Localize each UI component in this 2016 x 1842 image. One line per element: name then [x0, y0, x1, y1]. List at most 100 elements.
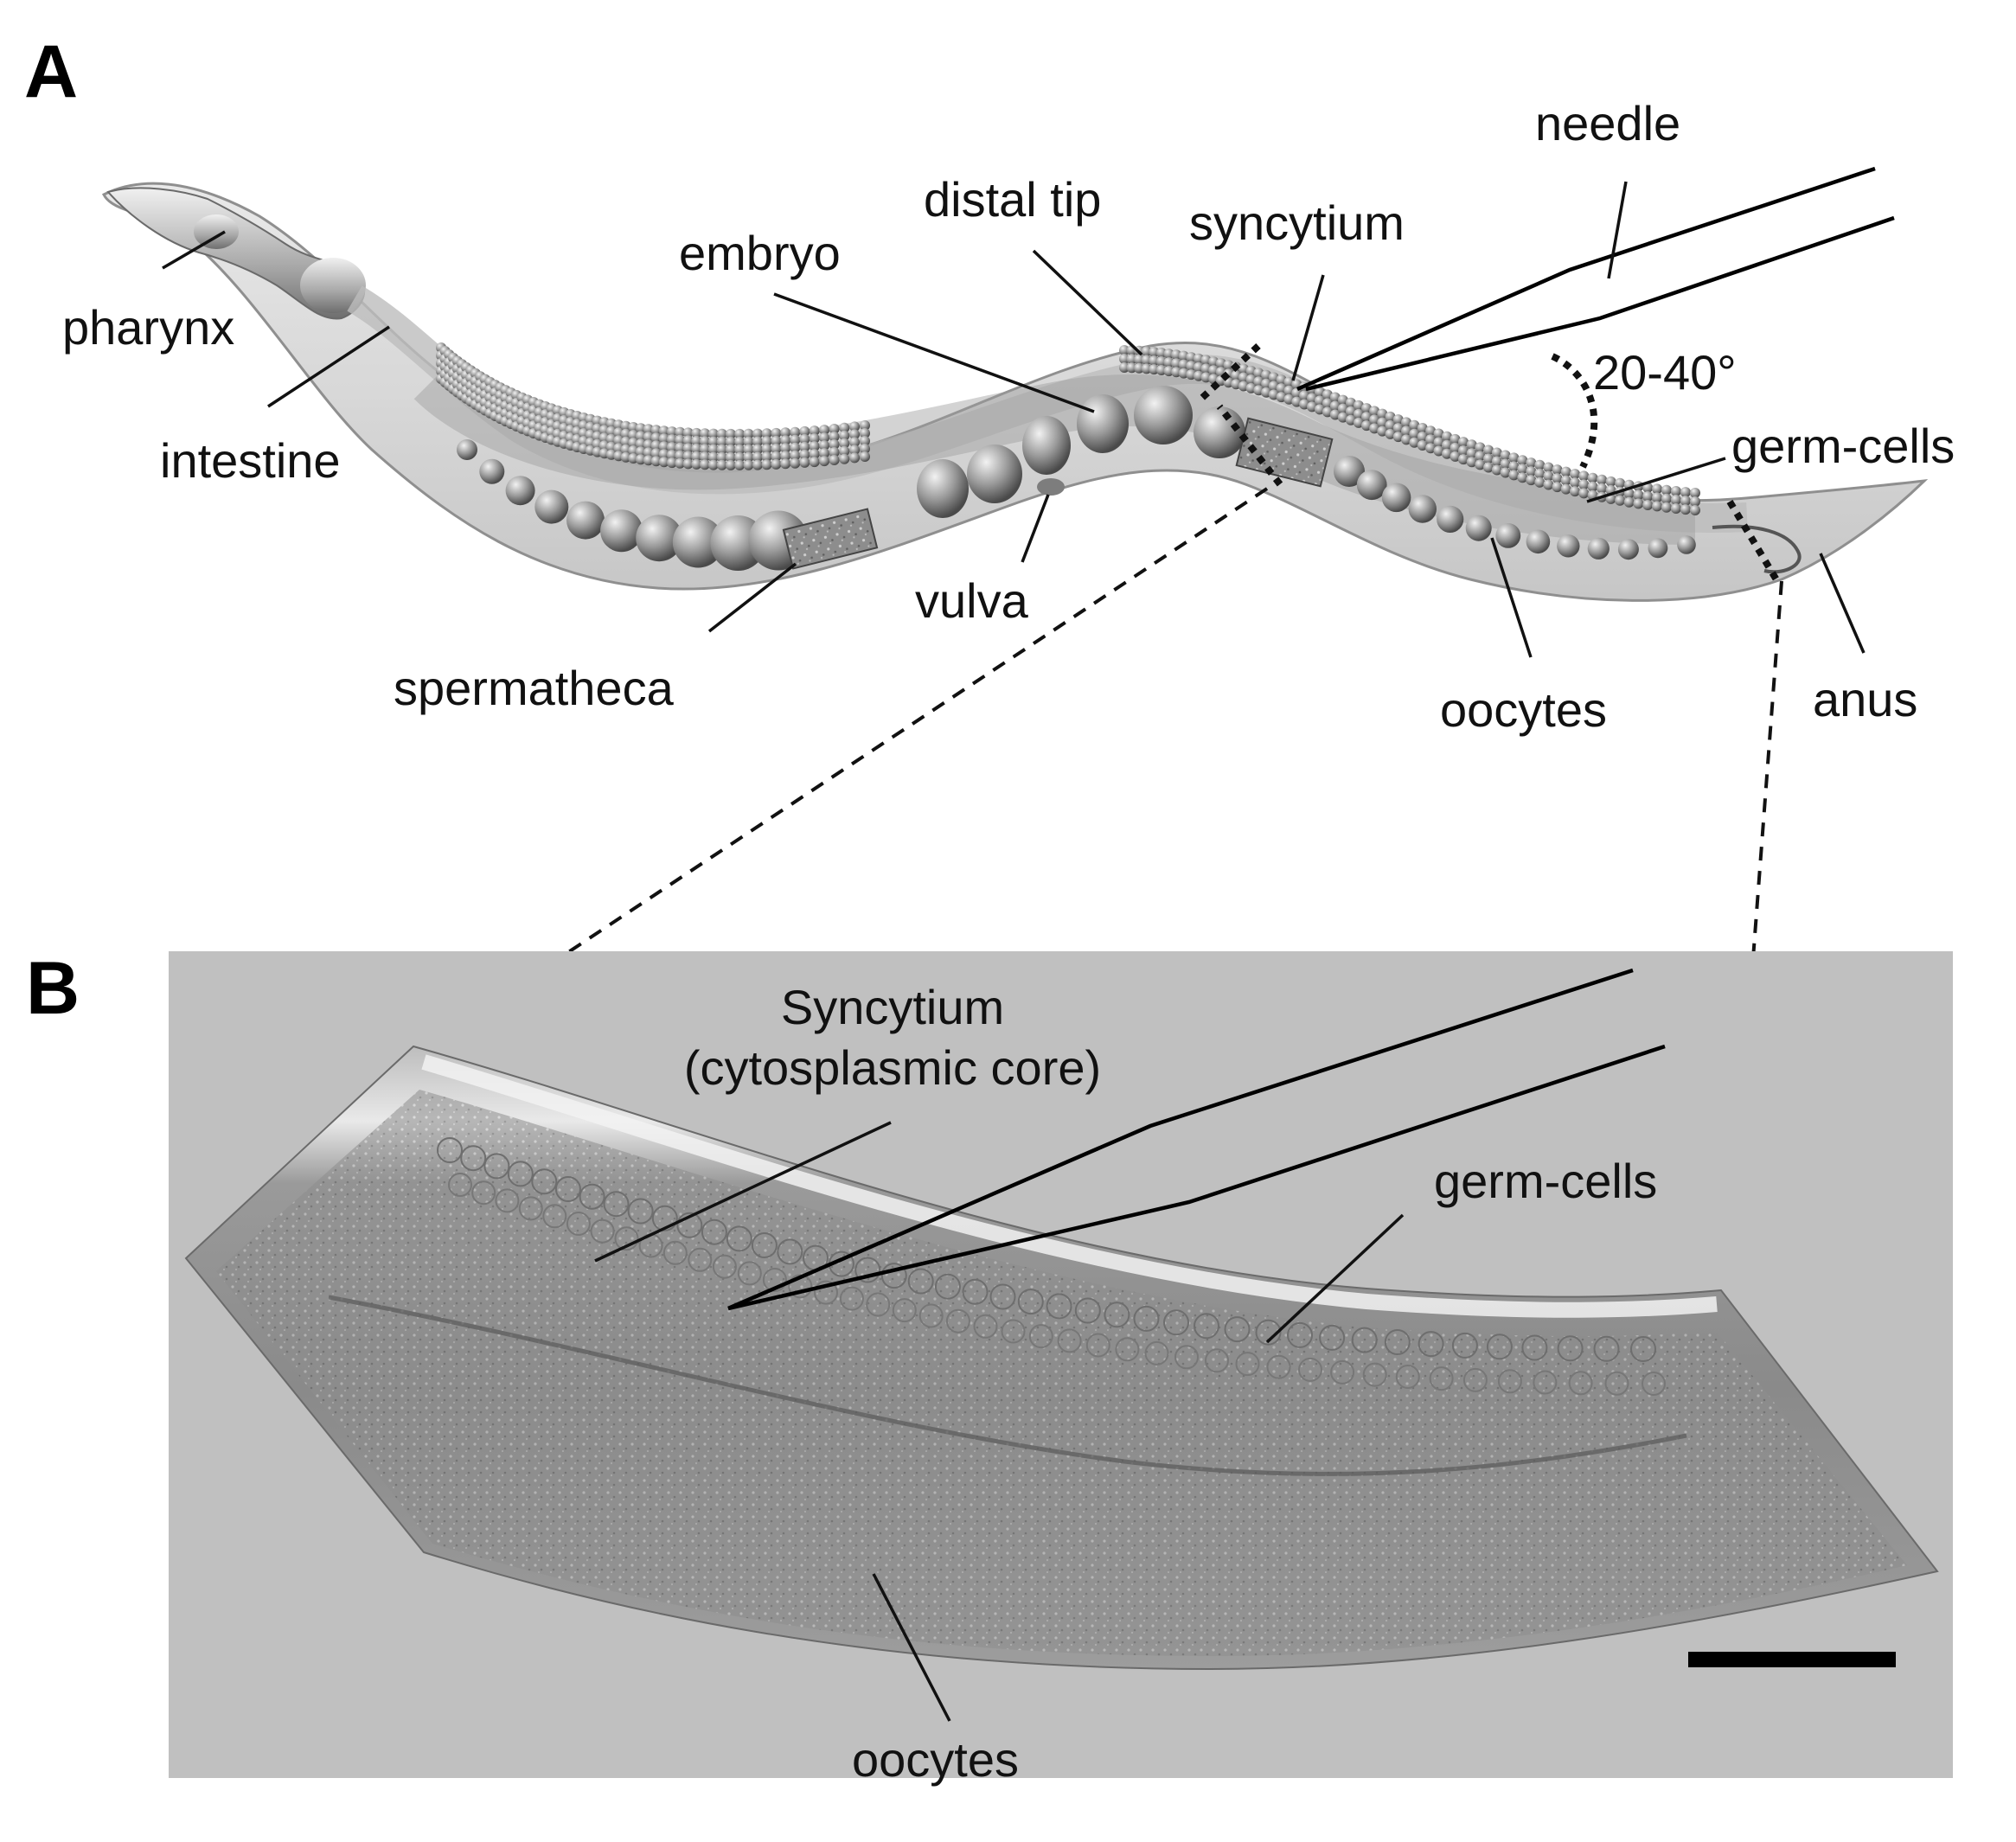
germ-cell-dot [771, 458, 782, 470]
germ-cell-dot [790, 457, 801, 469]
germ-cell-dot [1345, 406, 1356, 417]
label-syncytium-b-line2: (cytosplasmic core) [684, 1040, 1101, 1095]
germ-cell-ring [839, 1286, 864, 1311]
panel-b: B Syncytium (cytosplasmic core) germ-cel… [26, 947, 1953, 1787]
germ-cell-dot [725, 451, 736, 463]
germ-cell-dot [1570, 486, 1580, 497]
germ-cell-dot [1141, 346, 1152, 357]
germ-cell-dot [658, 457, 669, 468]
germ-cell-dot [761, 428, 772, 439]
germ-cell-dot [1483, 453, 1494, 464]
germ-cell-dot [771, 435, 782, 446]
germ-cell-dot [1543, 462, 1554, 473]
germ-cell-ring [437, 1137, 463, 1163]
germ-cell-ring [762, 1268, 787, 1292]
germ-cell-dot [1409, 419, 1420, 431]
germ-cell-dot [635, 438, 646, 450]
germ-cell-dot [1353, 408, 1364, 419]
germ-cell-dot [650, 448, 662, 459]
germ-cell-dot [1433, 428, 1444, 439]
oocyte-ball [600, 509, 643, 553]
germ-cell-dot [1690, 505, 1700, 515]
germ-cell-ring [1298, 1357, 1322, 1382]
germ-cell-ring [1235, 1352, 1260, 1377]
germ-cell-dot [1491, 456, 1502, 467]
germ-cell-dot [1670, 486, 1681, 496]
germ-cell-ring [751, 1232, 778, 1258]
germ-cell-dot [1491, 447, 1502, 458]
germ-cell-dot [1475, 451, 1486, 462]
germ-cell-ring [918, 1303, 944, 1328]
germ-cell-dot [1450, 433, 1461, 445]
needle-b-upper [727, 968, 1634, 1311]
germ-cell-ring [945, 1308, 970, 1334]
germ-cell-dot [752, 444, 763, 455]
germ-cell-dot [849, 452, 861, 464]
germ-cell-dot [1458, 454, 1469, 465]
germ-cell-dot [809, 457, 820, 468]
germ-cell-dot [691, 458, 702, 470]
germ-cell-dot [1425, 425, 1437, 437]
germ-cell-dot [780, 435, 791, 446]
germ-cell-dot [1450, 451, 1461, 462]
germ-cell-ring [1085, 1333, 1110, 1358]
germ-cell-dot [1126, 354, 1137, 365]
germ-cell-dot [1392, 423, 1404, 434]
germ-cell-ring [483, 1153, 510, 1180]
pharynx-organ [106, 187, 366, 320]
germ-cell-dot [1329, 392, 1341, 403]
germ-cell-dot [849, 421, 861, 432]
germ-cell-dot [1597, 483, 1608, 494]
germ-cell-dot [1517, 464, 1528, 475]
germ-cell-dot [682, 443, 694, 454]
oocyte-ball [1587, 537, 1610, 560]
germ-cell-ring [1593, 1335, 1620, 1362]
germ-cell-dot [1369, 423, 1380, 434]
germ-cell-dot [1587, 472, 1598, 483]
germ-cell-dot [1119, 345, 1130, 355]
germ-cell-dot [1377, 425, 1388, 437]
germ-cell-dot [809, 425, 820, 437]
oocyte-ball [1334, 456, 1365, 487]
germ-cell-dot [780, 458, 791, 470]
germ-cell-dot [1361, 412, 1372, 423]
germ-cell-dot [1670, 503, 1681, 514]
germ-cell-ring [1074, 1297, 1101, 1324]
germ-cell-ring [907, 1268, 934, 1295]
germ-cell-dot [1361, 420, 1372, 432]
panel-a-letter: A [24, 30, 78, 113]
germ-cell-dot [780, 451, 791, 462]
germ-cell-dot [716, 459, 727, 470]
germ-cell-dot [1466, 448, 1477, 459]
germ-cell-ring [1418, 1331, 1444, 1358]
germ-cell-dot [1670, 495, 1681, 505]
germ-cell-dot [1466, 439, 1477, 451]
germ-cell-dot [682, 451, 694, 462]
germ-cell-dot [1425, 434, 1437, 445]
germ-cell-ring [1395, 1365, 1420, 1389]
germ-cell-ring [1115, 1337, 1140, 1362]
germ-cell-dot [1401, 417, 1411, 428]
oocyte-ball [534, 489, 569, 524]
needle-upper [1296, 166, 1876, 392]
germ-cell-dot [809, 433, 820, 445]
leader-intestine [267, 325, 390, 408]
germ-cell-dot [1458, 437, 1469, 448]
germ-cell-dot [1526, 457, 1537, 469]
germ-cell-ring [1266, 1354, 1291, 1379]
germ-cell-dot [1633, 489, 1644, 501]
germ-cell-ring [1046, 1293, 1072, 1320]
germ-cell-dot [743, 436, 754, 447]
germ-cell-dot [1466, 457, 1477, 468]
germ-cell-dot [849, 445, 861, 456]
germ-cell-ring [1462, 1367, 1488, 1392]
spermatheca-patch-2 [1235, 417, 1334, 488]
germ-cell-dot [809, 449, 820, 460]
germ-cell-ring [1319, 1324, 1346, 1351]
germ-cell-ring [1533, 1370, 1558, 1395]
germ-cell-dot [1642, 500, 1654, 510]
germ-cell-dot [1526, 475, 1537, 486]
germ-cell-dot [675, 426, 686, 438]
germ-cell-ring [701, 1218, 727, 1245]
germ-cell-ring [1255, 1319, 1282, 1346]
